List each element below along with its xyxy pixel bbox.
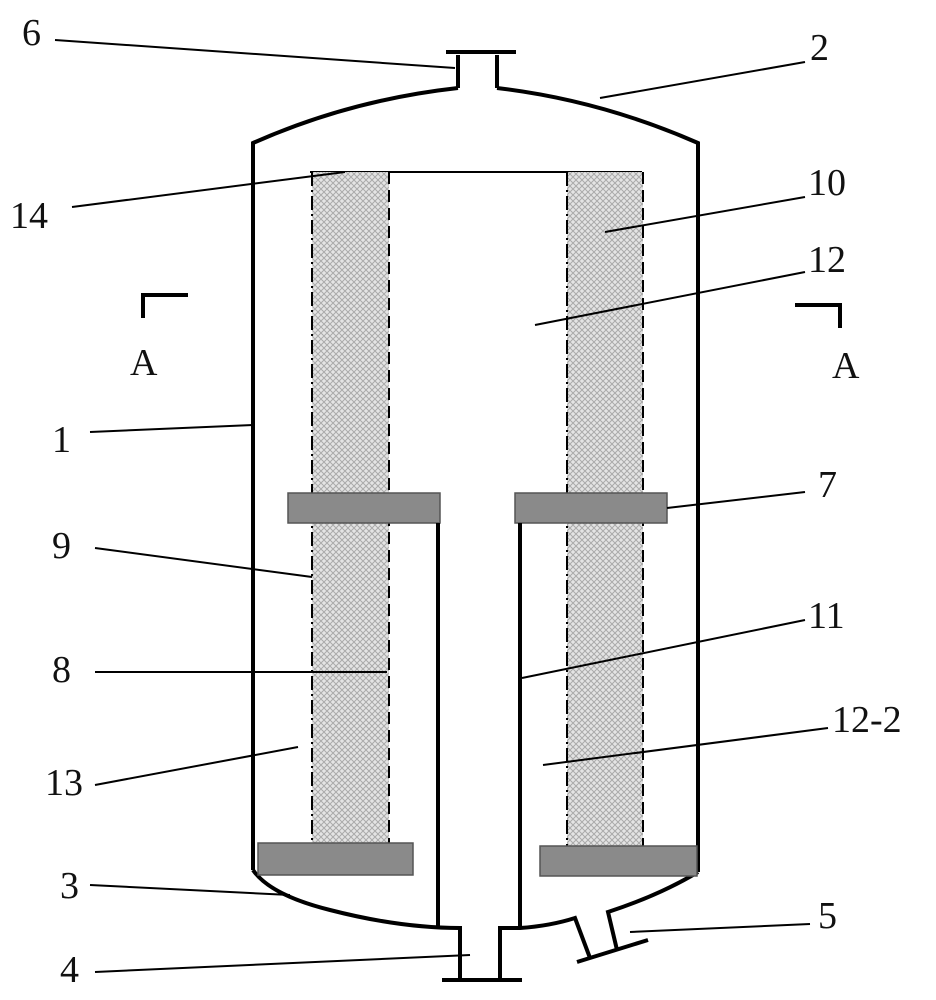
section-mark-left: A xyxy=(130,295,188,384)
label-7: 7 xyxy=(818,464,837,506)
label-11: 11 xyxy=(808,595,845,637)
label-10: 10 xyxy=(808,162,846,204)
leader-6 xyxy=(55,40,455,68)
leader-9 xyxy=(95,548,312,577)
label-3: 3 xyxy=(60,865,79,907)
part-labels: 6 2 14 10 12 1 7 9 11 8 12-2 13 3 5 4 xyxy=(10,12,902,991)
label-1: 1 xyxy=(52,419,71,461)
label-6: 6 xyxy=(22,12,41,54)
flange-plate-right xyxy=(515,493,667,523)
svg-text:A: A xyxy=(832,345,860,387)
leader-7 xyxy=(667,492,805,508)
label-12-2: 12-2 xyxy=(832,699,902,741)
leader-14 xyxy=(72,172,345,207)
inner-tube xyxy=(438,523,520,928)
leader-2 xyxy=(600,62,805,98)
leader-4 xyxy=(95,955,470,972)
label-13: 13 xyxy=(45,762,83,804)
leader-5 xyxy=(630,924,810,932)
section-mark-right: A xyxy=(795,305,860,387)
leader-13 xyxy=(95,747,298,785)
label-14: 14 xyxy=(10,195,48,237)
flange-plate-left xyxy=(288,493,440,523)
bottom-plate-left xyxy=(258,843,413,875)
leader-1 xyxy=(90,425,253,432)
svg-text:A: A xyxy=(130,342,158,384)
bottom-plate-right xyxy=(540,846,697,876)
leader-3 xyxy=(90,885,290,895)
label-2: 2 xyxy=(810,27,829,69)
leader-11 xyxy=(522,620,805,678)
label-9: 9 xyxy=(52,525,71,567)
label-4: 4 xyxy=(60,949,79,991)
leader-lines xyxy=(55,40,828,972)
label-5: 5 xyxy=(818,895,837,937)
label-12: 12 xyxy=(808,239,846,281)
label-8: 8 xyxy=(52,649,71,691)
